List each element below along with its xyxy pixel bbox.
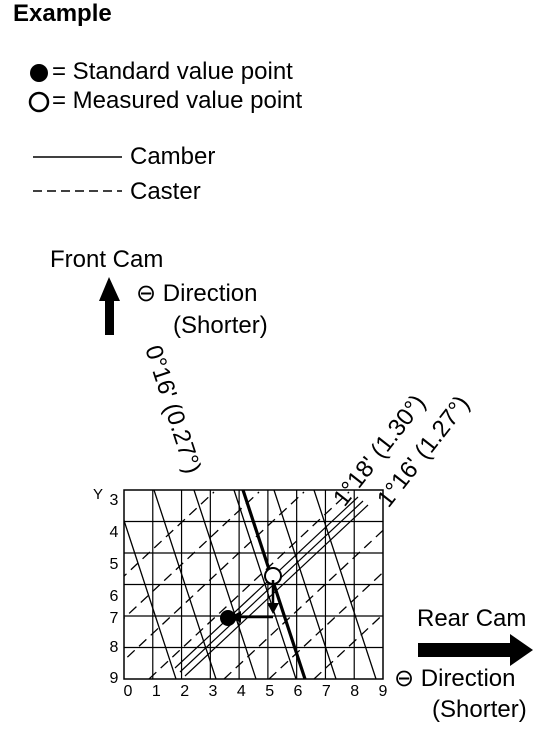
caster-line [124,491,215,578]
rear-cam-direction: ⊖ Direction [394,665,516,692]
front-cam-label: Front Cam [50,246,164,273]
camber-line [193,490,257,679]
caster-highlight-line-c [184,504,369,677]
front-cam-shorter: (Shorter) [173,312,268,339]
caster-line [268,571,383,679]
x-tick-label: 0 [124,683,133,700]
x-tick-label: 5 [265,683,274,700]
front-cam-direction: ⊖ Direction [136,280,258,307]
rear-cam-label: Rear Cam [417,605,527,632]
legend-measured-label: = Measured value point [52,87,303,114]
vertical-shift-arrowhead-icon [267,603,279,614]
caster-highlight-line-a [174,496,359,669]
y-tick-label: 5 [110,556,119,573]
y-tick-label: 3 [110,492,119,509]
y-axis-label: Y [93,486,103,503]
legend-camber-label: Camber [130,143,216,170]
legend-caster-label: Caster [130,178,201,205]
x-tick-label: 3 [209,683,218,700]
x-tick-label: 7 [322,683,331,700]
y-tick-label: 8 [110,639,119,656]
page-title: Example [13,0,112,27]
rear-cam-arrow-icon [418,634,533,666]
legend-standard-label: = Standard value point [52,58,293,85]
rear-cam-shorter: (Shorter) [432,696,527,723]
y-tick-label: 6 [110,588,119,605]
caster-highlight-line-b [179,500,364,673]
y-tick-label: 7 [110,610,119,627]
y-tick-label: 9 [110,670,119,687]
front-cam-arrow-icon [99,277,120,335]
standard-point [220,610,236,626]
caster-line [124,491,260,620]
x-tick-label: 1 [152,683,161,700]
camber-line [313,490,377,679]
y-tick-label: 4 [110,524,119,541]
x-tick-label: 9 [379,683,388,700]
x-tick-label: 4 [237,683,246,700]
camber-line [273,490,337,679]
caster-line [148,491,350,679]
grid-frame [123,489,384,680]
caster-line [124,491,305,662]
x-tick-label: 6 [294,683,303,700]
x-tick-label: 2 [180,683,189,700]
caster-line [223,529,383,679]
x-tick-label: 8 [350,683,359,700]
